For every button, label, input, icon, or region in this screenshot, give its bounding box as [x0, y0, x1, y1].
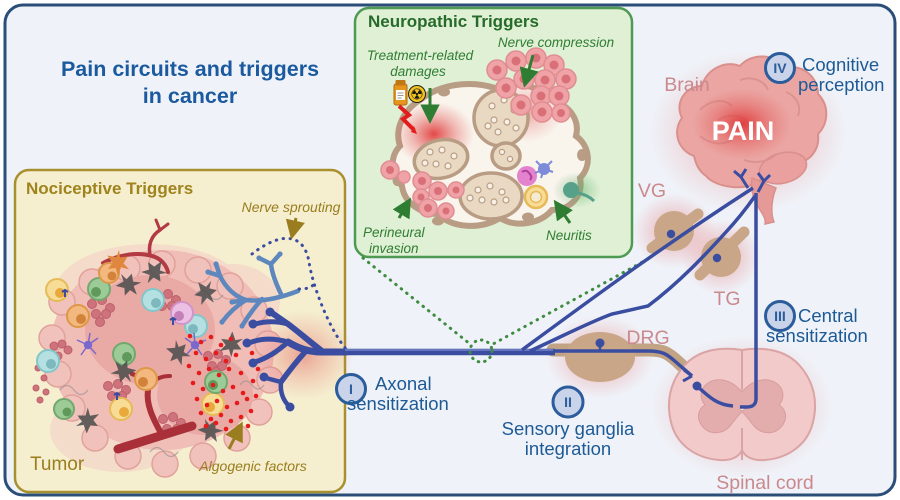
- drg-ganglion: [565, 332, 635, 382]
- stage-3-numeral: III: [774, 308, 786, 324]
- title-line2: in cancer: [143, 84, 238, 108]
- trigeminal-pathway: [529, 194, 757, 353]
- vg-soma: [666, 229, 676, 239]
- lightning-bolt-icon: [397, 104, 416, 132]
- nerve-compression-arrow: [519, 54, 539, 88]
- tg-label: TG: [713, 288, 740, 310]
- treatment-related-label-line2: damages: [390, 64, 446, 79]
- spinal-cord-label: Spinal cord: [716, 472, 814, 494]
- vagal-pathway: [520, 186, 754, 352]
- stage-3-central-sensitization: III Central sensitization: [764, 300, 868, 346]
- stage-4-label-line2: perception: [798, 74, 884, 95]
- pain-hotspot-glow: [692, 88, 792, 160]
- brain-label: Brain: [664, 74, 710, 96]
- pill-bottle-icon: [393, 80, 408, 106]
- nerve-pathways: [345, 168, 772, 409]
- drg-label: DRG: [626, 327, 669, 349]
- stage-1-label-line1: Axonal: [375, 373, 432, 394]
- vg-ganglion: [654, 211, 694, 251]
- brain: PAIN: [676, 55, 828, 225]
- spinothalamic-tract: [740, 193, 758, 409]
- neuritis-cells: [517, 160, 601, 210]
- nerve-compression-label: Nerve compression: [498, 35, 614, 50]
- nerve-sprouting-dashed-path: [250, 237, 348, 351]
- magnifier-circle: [468, 338, 494, 364]
- nerve-sprouting-label: Nerve sprouting: [242, 199, 341, 215]
- nerve-cross-section: ☢: [380, 47, 601, 229]
- fascicles: [412, 88, 530, 221]
- perineural-label-line1: Perineural: [363, 225, 426, 240]
- neuropathic-heading: Neuropathic Triggers: [368, 12, 539, 31]
- dorsal-root-fork: [682, 368, 693, 383]
- stage-4-cognitive-perception: IV Cognitive perception: [764, 52, 884, 95]
- svg-text:☢: ☢: [410, 86, 423, 103]
- title-line1: Pain circuits and triggers: [61, 57, 319, 81]
- drg-afferent: [553, 349, 694, 378]
- stage-2-label-line1: Sensory ganglia: [502, 418, 635, 439]
- stage-2-sensory-ganglia-integration: II Sensory ganglia integration: [502, 385, 635, 459]
- neuropathic-triggers-box: Neuropathic Triggers: [353, 6, 634, 259]
- compressing-tumor-nuclei: [492, 53, 571, 117]
- drg-soma: [595, 338, 605, 348]
- vg-label: VG: [638, 180, 666, 202]
- dorsal-horn-soma: [692, 381, 702, 391]
- magnifier-dotted-lines: [361, 256, 650, 346]
- treatment-related-label-line1: Treatment-related: [367, 48, 474, 63]
- pain-label: PAIN: [712, 116, 775, 146]
- perineural-arrow: [392, 197, 411, 220]
- nociceptor-nerve-ending: [242, 307, 350, 412]
- stage-3-label-line1: Central: [798, 305, 858, 326]
- brainstem-terminal-1: [733, 168, 750, 189]
- neuritis-arrow: [553, 199, 573, 224]
- stage-4-badge: [764, 52, 796, 84]
- stage-4-numeral: IV: [773, 60, 787, 76]
- stage-3-label-line2: sensitization: [766, 325, 868, 346]
- nociceptive-heading: Nociceptive Triggers: [26, 179, 193, 198]
- lightning-bolt-tip: [411, 126, 417, 134]
- neuritis-label: Neuritis: [546, 228, 592, 243]
- tg-soma: [712, 253, 722, 263]
- stage-2-label-line2: integration: [525, 438, 611, 459]
- compressing-tumor-cells: [486, 47, 577, 123]
- nociceptive-triggers-box: Nociceptive Triggers: [13, 168, 355, 494]
- sprouting-nerve: [205, 251, 301, 329]
- algogenic-factors-label: Algogenic factors: [198, 458, 306, 474]
- perineural-invasion-cells: [380, 160, 465, 220]
- receptor-marks: [61, 288, 177, 400]
- stage-2-badge: [551, 385, 585, 419]
- stage-1-numeral: I: [349, 381, 353, 397]
- stage-1-badge: [335, 373, 367, 405]
- nerve-sprouting-arrow: [285, 217, 305, 240]
- stage-3-badge: [764, 300, 796, 332]
- page-title: Pain circuits and triggers in cancer: [61, 57, 319, 108]
- stage-2-numeral: II: [564, 394, 572, 410]
- tumor-label: Tumor: [30, 454, 85, 475]
- algogenic-factors-arrow: [225, 421, 243, 450]
- brainstem-terminal-2: [756, 172, 772, 193]
- stage-1-axonal-sensitization: I Axonal sensitization: [335, 373, 449, 414]
- radiation-icon: ☢: [408, 85, 426, 103]
- stage-4-label-line1: Cognitive: [802, 54, 879, 75]
- perineural-label-line2: invasion: [369, 241, 419, 256]
- stage-1-label-line2: sensitization: [347, 393, 449, 414]
